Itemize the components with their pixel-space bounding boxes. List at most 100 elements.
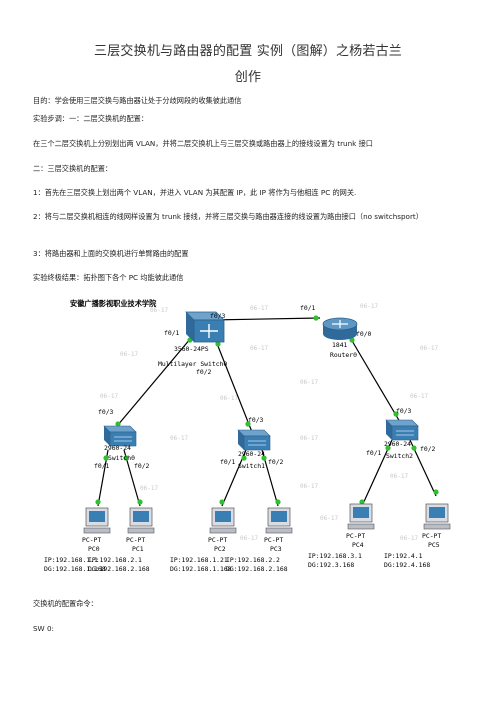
pc-dg-label: DG:192.168.1.168 <box>44 565 106 573</box>
pc-name-label: PC3 <box>270 545 282 553</box>
config-header: 交换机的配置命令： <box>33 599 98 608</box>
pc-name-label: PC4 <box>352 541 364 549</box>
router-name: Router0 <box>330 351 357 359</box>
doc-title-line2: 创作 <box>234 70 262 85</box>
watermark: 06-17 <box>170 435 188 442</box>
item3-text: 3：将路由器和上面的交换机进行单臂路由的配置 <box>33 249 189 258</box>
steps-header: 实验步调：一：二层交换机的配置： <box>33 114 149 123</box>
pc-dg-label: DG:192.4.168 <box>384 561 430 569</box>
s0-port-f02: f0/2 <box>134 462 150 470</box>
watermark: 06-17 <box>300 435 318 442</box>
pc-icon[interactable] <box>423 503 451 530</box>
s0-name: Switch0 <box>108 454 135 462</box>
watermark: 06-17 <box>250 305 268 312</box>
part2-header: 二：三层交换机的配置： <box>33 164 113 173</box>
result-text: 实验终极结果：拓扑图下各个 PC 均能彼此通信 <box>33 273 184 282</box>
ml-port-f03: f0/3 <box>210 312 226 320</box>
watermark: 06-17 <box>220 395 238 402</box>
ml-model: 3560-24PS <box>174 345 209 353</box>
step1-detail: 在三个二层交换机上分别划出两 VLAN，并将二层交换机上与三层交换或路由器上的接… <box>33 139 373 148</box>
pc-type-label: PC-PT <box>346 532 365 540</box>
pc-icon[interactable] <box>127 507 155 534</box>
link-s2-pc4 <box>361 439 393 507</box>
pc-group: PC-PTPC0IP:192.168.1.1DG:192.168.1.168PC… <box>44 503 451 573</box>
s2-port-f02: f0/2 <box>420 445 436 453</box>
pc-type-label: PC-PT <box>422 532 441 540</box>
pc-dg-label: DG:192.3.168 <box>308 561 354 569</box>
watermark: 06-17 <box>410 393 428 400</box>
s1-model: 2960-24 <box>238 450 265 458</box>
pc-name-label: PC1 <box>132 545 144 553</box>
watermark-layer: 06-17 06-17 06-17 06-17 06-17 06-17 06-1… <box>100 303 438 542</box>
s2-port-f01: f0/1 <box>366 449 382 457</box>
s1-port-f02: f0/2 <box>268 458 284 466</box>
pc-ip-label: IP:192.168.3.1 <box>308 552 362 560</box>
s2-port-f03: f0/3 <box>396 407 412 415</box>
pc-ip-label: IP:192.168.2.1 <box>88 556 142 564</box>
links <box>97 317 437 507</box>
watermark: 06-17 <box>400 535 418 542</box>
ml-port-f02: f0/2 <box>196 368 212 376</box>
watermark: 06-17 <box>320 515 338 522</box>
pc-ip-label: IP:192.168.2.2 <box>226 556 280 564</box>
goal-text: 目的：学会使用三层交换与路由器让处于分歧网段的收集彼此通信 <box>33 96 242 105</box>
switch0-icon[interactable] <box>103 425 137 447</box>
s2-name: Switch2 <box>386 452 413 460</box>
pc-ip-label: IP:192.4.1 <box>384 552 423 560</box>
watermark: 06-17 <box>360 303 378 310</box>
watermark: 06-17 <box>150 307 168 314</box>
doc-title: 三层交换机与路由器的配置 实例（图解）之杨若古兰 <box>94 44 402 59</box>
pc-type-label: PC-PT <box>82 536 101 544</box>
switch1-icon[interactable] <box>237 429 271 451</box>
s0-model: 2960-24 <box>104 444 131 452</box>
pc-icon[interactable] <box>83 507 111 534</box>
pc-dg-label: DG:192.168.2.168 <box>226 565 288 573</box>
pc-icon[interactable] <box>347 503 375 530</box>
watermark: 06-17 <box>120 351 138 358</box>
pc-name-label: PC2 <box>214 545 226 553</box>
item1-text: 1：首先在三层交换上划出两个 VLAN，并进入 VLAN 为其配置 IP，此 I… <box>33 188 357 197</box>
pc-icon[interactable] <box>265 507 293 534</box>
school-label: 安徽广播影视职业技术学院 <box>70 299 157 308</box>
link-ml-switch1 <box>213 335 253 433</box>
pc-ip-label: IP:192.168.1.21 <box>170 556 228 564</box>
watermark: 06-17 <box>300 379 318 386</box>
watermark: 06-17 <box>240 535 258 542</box>
pc-type-label: PC-PT <box>208 536 227 544</box>
pc-icon[interactable] <box>209 507 237 534</box>
item2-text: 2：将与二层交换机相连的线网样设置为 trunk 接线，并将三层交换与路由器连接… <box>33 212 423 221</box>
watermark: 06-17 <box>390 473 408 480</box>
s0-port-f01: f0/1 <box>94 462 110 470</box>
multilayer-switch-icon[interactable] <box>185 311 225 343</box>
port-indicators <box>95 315 439 505</box>
pc-name-label: PC0 <box>88 545 100 553</box>
pc-ip-label: IP:192.168.1.1 <box>44 556 98 564</box>
s1-port-f03: f0/3 <box>248 416 264 424</box>
pc-type-label: PC-PT <box>126 536 145 544</box>
router-port-f01: f0/1 <box>300 304 316 312</box>
router-model: 1841 <box>332 341 348 349</box>
link-ml-switch0 <box>111 331 197 433</box>
s1-port-f01: f0/1 <box>220 458 236 466</box>
switch2-icon[interactable] <box>385 419 419 441</box>
watermark: 06-17 <box>250 345 268 352</box>
pc-name-label: PC5 <box>428 541 440 549</box>
watermark: 06-17 <box>420 345 438 352</box>
watermark: 06-17 <box>140 485 158 492</box>
ml-name: Multilayer Switch0 <box>158 360 227 368</box>
link-ml-router <box>209 317 321 321</box>
pc-dg-label: DG:192.168.1.168 <box>170 565 232 573</box>
link-router-switch2 <box>347 333 401 423</box>
router-port-f00: f0/0 <box>356 330 372 338</box>
watermark: 06-17 <box>300 483 318 490</box>
s1-name: Switch1 <box>238 462 265 470</box>
pc-type-label: PC-PT <box>264 536 283 544</box>
watermark: 06-17 <box>100 393 118 400</box>
sw0-label: SW 0: <box>33 624 54 633</box>
s0-port-f03: f0/3 <box>98 408 114 416</box>
ml-port-f01: f0/1 <box>164 329 180 337</box>
pc-dg-label: DG:192.168.2.168 <box>88 565 150 573</box>
s2-model: 2960-24 <box>384 440 411 448</box>
router-icon[interactable] <box>322 317 358 340</box>
